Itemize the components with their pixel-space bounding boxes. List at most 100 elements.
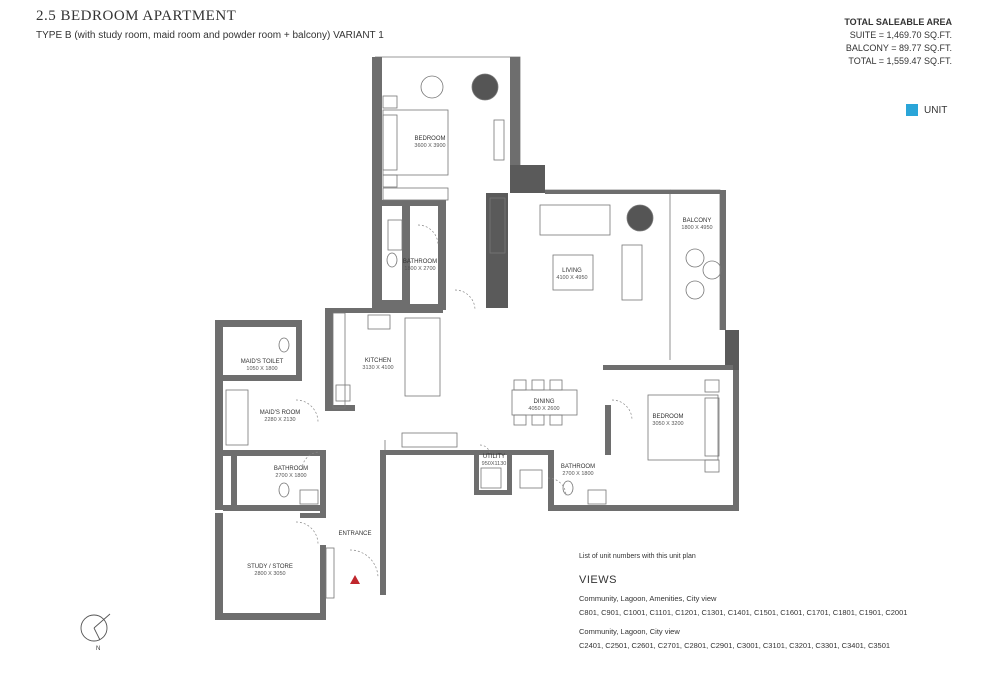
plan-subtitle: TYPE B (with study room, maid room and p… <box>36 30 384 41</box>
sink <box>587 489 607 505</box>
room-label-maids-room: MAID'S ROOM <box>260 410 300 416</box>
compass-needle <box>93 627 101 641</box>
room-dims-maids-toilet: 1050 X 1800 <box>246 366 277 372</box>
room-dims-balcony: 1800 X 4950 <box>681 225 712 231</box>
wall-segment <box>223 450 302 456</box>
wall-segment <box>548 450 554 511</box>
chair <box>531 379 545 391</box>
wall-segment <box>402 304 446 310</box>
door-swing <box>349 549 379 579</box>
sofa <box>539 204 611 236</box>
dining-table <box>511 389 578 416</box>
unit-legend: UNIT <box>906 104 947 116</box>
room-dims-bathroom2: 2700 X 1800 <box>562 471 593 477</box>
wall-segment <box>474 450 554 455</box>
armchair <box>621 244 643 301</box>
wall-segment <box>215 320 223 510</box>
room-dims-kitchen: 3130 X 4100 <box>362 365 393 371</box>
room-label-bathroom2: BATHROOM <box>561 464 595 470</box>
room-dims-utility: 950X1130 <box>482 461 507 467</box>
wall-segment <box>215 513 223 620</box>
bed-headboard <box>382 114 398 171</box>
unit-info-panel: List of unit numbers with this unit plan… <box>579 553 907 650</box>
wall-segment <box>510 57 520 165</box>
room-dims-bathroom3: 2700 X 1800 <box>275 473 306 479</box>
room-label-balcony: BALCONY <box>683 218 712 224</box>
room-label-entrance: ENTRANCE <box>338 531 371 537</box>
room-dims-bedroom2: 3050 X 3200 <box>652 421 683 427</box>
sink <box>299 489 319 505</box>
wall-segment <box>545 190 720 194</box>
wall-segment <box>603 365 733 370</box>
armchair <box>420 75 444 99</box>
wall-segment <box>320 450 326 515</box>
door-swing <box>454 289 476 311</box>
view-group-title: Community, Lagoon, Amenities, City view <box>579 594 717 603</box>
door-swing <box>611 399 633 421</box>
round-table <box>471 73 499 101</box>
appliance <box>335 384 351 402</box>
shower <box>519 469 543 489</box>
nightstand <box>382 174 398 188</box>
wall-segment <box>380 450 474 455</box>
column <box>725 330 739 370</box>
room-label-study: STUDY / STORE <box>247 564 293 570</box>
room-dims-bedroom1: 3600 X 3900 <box>414 143 445 149</box>
area-total: TOTAL = 1,559.47 SQ.FT. <box>848 56 952 66</box>
toilet <box>562 480 574 496</box>
chair <box>531 414 545 426</box>
area-heading: TOTAL SALEABLE AREA <box>844 17 952 27</box>
room-dims-study: 2800 X 3050 <box>254 571 285 577</box>
chair <box>513 414 527 426</box>
area-suite: SUITE = 1,469.70 SQ.FT. <box>849 30 952 40</box>
room-label-maids-toilet: MAID'S TOILET <box>241 359 284 365</box>
bed-headboard <box>704 397 720 457</box>
room-label-utility: UTILITY <box>483 454 505 460</box>
wall-segment <box>231 456 237 511</box>
tv-console <box>489 197 506 254</box>
compass-north-label: N <box>96 646 100 652</box>
walls <box>215 57 739 620</box>
unit-swatch <box>906 104 918 116</box>
room-dims-living: 4100 X 4950 <box>556 275 587 281</box>
wall-segment <box>223 505 326 511</box>
nightstand <box>704 379 720 393</box>
wall-segment <box>438 200 446 310</box>
column <box>486 193 508 308</box>
wardrobe <box>382 187 449 201</box>
chair <box>549 414 563 426</box>
column <box>510 165 545 193</box>
chair <box>513 379 527 391</box>
view-group-units: C2401, C2501, C2601, C2701, C2801, C2901… <box>579 641 891 650</box>
entry-marker <box>350 575 360 584</box>
room-label-bedroom1: BEDROOM <box>414 136 445 142</box>
wall-segment <box>605 405 611 455</box>
compass: N <box>80 613 111 652</box>
toilet <box>278 337 290 353</box>
wall-segment <box>223 375 302 381</box>
shower <box>387 219 403 251</box>
room-label-bathroom3: BATHROOM <box>274 466 308 472</box>
nightstand <box>704 459 720 473</box>
view-group-title: Community, Lagoon, City view <box>579 627 680 636</box>
coffee-table <box>552 254 594 291</box>
room-dims-maids-room: 2280 X 2130 <box>264 417 295 423</box>
compass-needle <box>93 613 111 629</box>
door-swing <box>547 477 567 497</box>
wall-segment <box>320 545 326 620</box>
shoe-cabinet <box>325 547 335 599</box>
round-table <box>626 204 654 232</box>
furniture <box>225 73 722 599</box>
bed <box>225 389 249 446</box>
wall-segment <box>474 490 512 495</box>
wall-segment <box>325 308 443 313</box>
wall-segment <box>548 505 739 511</box>
room-label-dining: DINING <box>534 399 555 405</box>
saleable-area-box: TOTAL SALEABLE AREA SUITE = 1,469.70 SQ.… <box>844 16 952 68</box>
balcony-chair <box>685 280 705 300</box>
wall-segment <box>733 370 739 510</box>
kitchen-island <box>404 317 441 397</box>
wall-segment <box>382 200 442 206</box>
area-balcony: BALCONY = 89.77 SQ.FT. <box>845 43 952 53</box>
